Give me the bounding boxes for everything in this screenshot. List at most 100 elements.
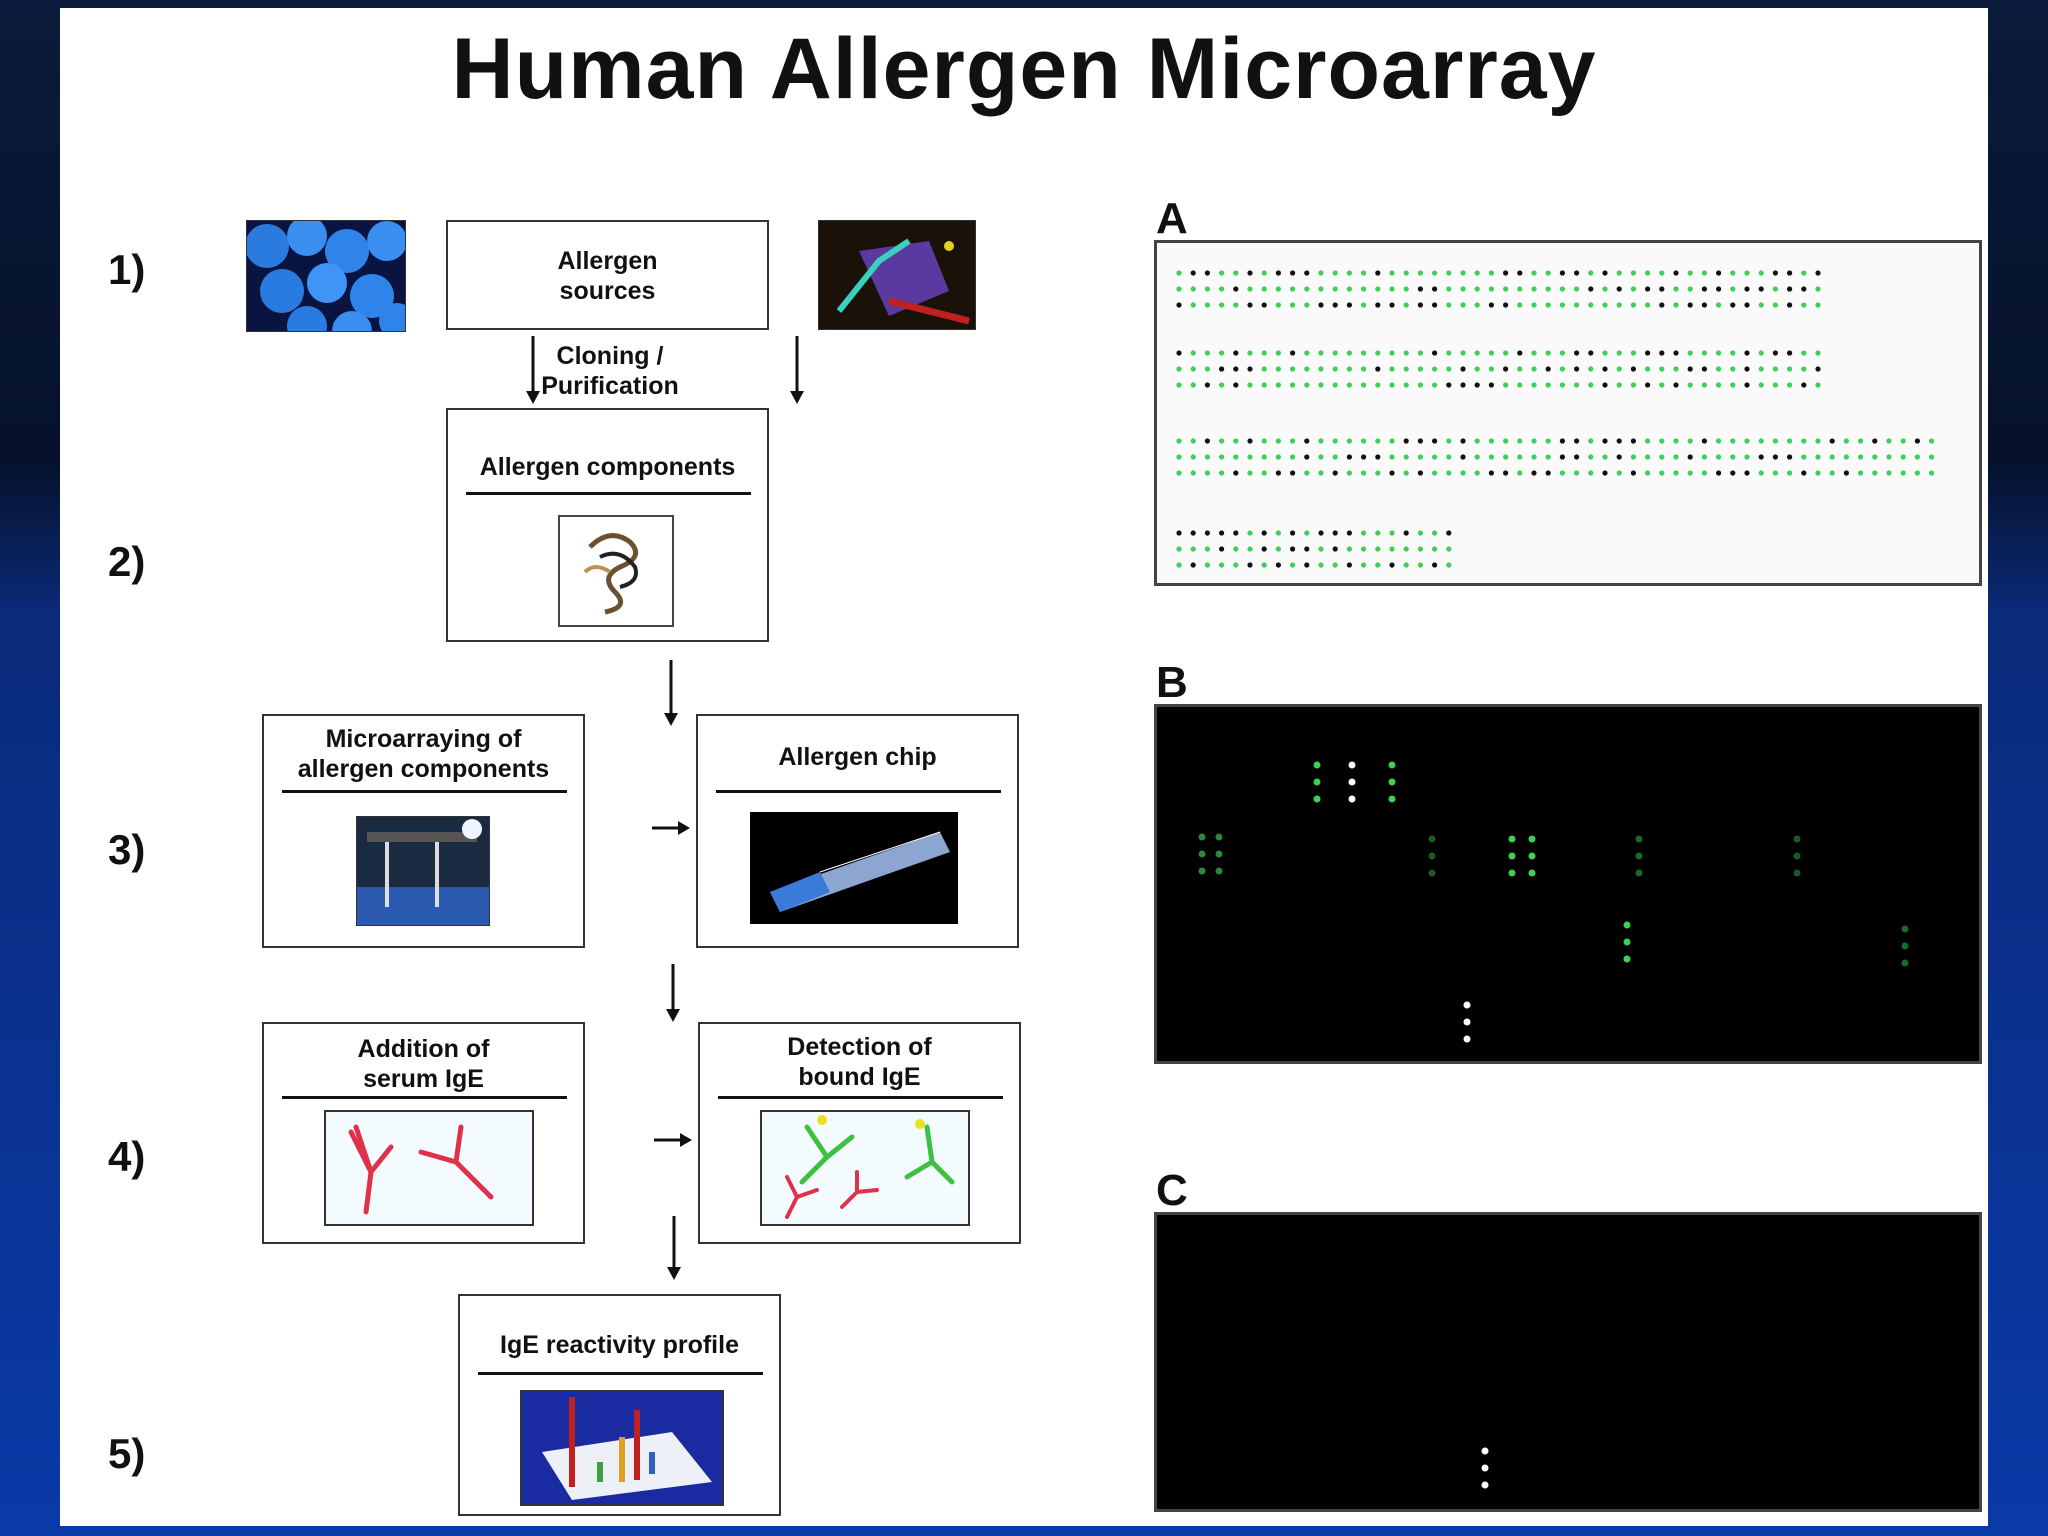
array-spot [1346,438,1352,444]
array-spot [1275,470,1281,476]
array-spot [1403,270,1409,276]
array-spot [1375,454,1381,460]
array-spot [1190,350,1196,356]
array-spot [1858,470,1864,476]
array-spot [1332,454,1338,460]
array-spot [1446,530,1452,536]
array-spot [1531,286,1537,292]
array-spot [1275,562,1281,568]
array-spot [1758,382,1764,388]
array-spot [1389,350,1395,356]
array-spot [1346,530,1352,536]
array-spot [1346,562,1352,568]
array-spot [1701,286,1707,292]
array-spot [1701,270,1707,276]
array-spot [1574,350,1580,356]
scan-spot [1198,833,1206,841]
array-spot [1772,438,1778,444]
array-spot [1417,470,1423,476]
array-spot [1474,270,1480,276]
array-spot [1602,286,1608,292]
array-spot [1417,350,1423,356]
array-spot [1872,470,1878,476]
array-spot [1417,286,1423,292]
array-spot [1772,270,1778,276]
array-spot [1389,470,1395,476]
array-spot [1332,286,1338,292]
scan-spot [1313,795,1321,803]
scan-spot [1528,835,1536,843]
array-spot [1687,350,1693,356]
array-spot [1190,438,1196,444]
igE-antibodies-image [324,1110,534,1226]
array-spot [1432,454,1438,460]
array-spot [1630,454,1636,460]
array-spot [1247,366,1253,372]
array-spot [1375,546,1381,552]
array-spot [1304,302,1310,308]
array-spot [1517,286,1523,292]
allergen-chip-box: Allergen chip [696,714,1019,948]
array-spot [1176,350,1182,356]
array-spot [1332,382,1338,388]
array-spot [1630,302,1636,308]
underline [282,790,567,793]
scan-spot [1463,1018,1471,1026]
array-spot [1247,302,1253,308]
array-spot [1488,366,1494,372]
scan-spot [1635,852,1643,860]
array-spot [1275,438,1281,444]
array-spot [1247,286,1253,292]
array-spot [1858,438,1864,444]
array-spot [1815,382,1821,388]
array-spot [1304,546,1310,552]
array-spot [1318,382,1324,388]
array-spot [1190,530,1196,536]
array-spot [1190,302,1196,308]
array-spot [1716,302,1722,308]
array-spot [1744,302,1750,308]
array-spot [1460,286,1466,292]
array-spot [1361,302,1367,308]
array-spot [1233,454,1239,460]
arrow-down-4 [667,1216,681,1280]
array-spot [1403,470,1409,476]
array-spot [1716,350,1722,356]
scan-spot [1388,761,1396,769]
array-spot [1304,350,1310,356]
array-spot [1488,270,1494,276]
array-spot [1290,350,1296,356]
array-spot [1290,546,1296,552]
reactivity-profile-text: IgE reactivity profile [500,1331,739,1359]
array-spot [1517,470,1523,476]
array-spot [1389,454,1395,460]
array-spot [1701,470,1707,476]
array-spot [1219,302,1225,308]
array-spot [1659,350,1665,356]
array-spot [1787,454,1793,460]
array-spot [1872,454,1878,460]
array-spot [1758,302,1764,308]
array-spot [1318,454,1324,460]
array-spot [1588,270,1594,276]
array-spot [1346,350,1352,356]
array-spot [1574,470,1580,476]
step-4-label: 4) [108,1133,146,1180]
array-spot [1346,286,1352,292]
array-spot [1275,286,1281,292]
array-spot [1858,454,1864,460]
array-spot [1588,382,1594,388]
array-spot [1843,454,1849,460]
array-spot [1701,438,1707,444]
array-spot [1318,530,1324,536]
array-spot [1190,562,1196,568]
array-spot [1190,270,1196,276]
bound-igE-image [760,1110,970,1226]
array-spot [1318,286,1324,292]
array-spot [1900,454,1906,460]
array-spot [1432,382,1438,388]
step-2-label: 2) [108,538,146,585]
array-spot [1574,382,1580,388]
array-spot [1701,366,1707,372]
array-spot [1432,470,1438,476]
